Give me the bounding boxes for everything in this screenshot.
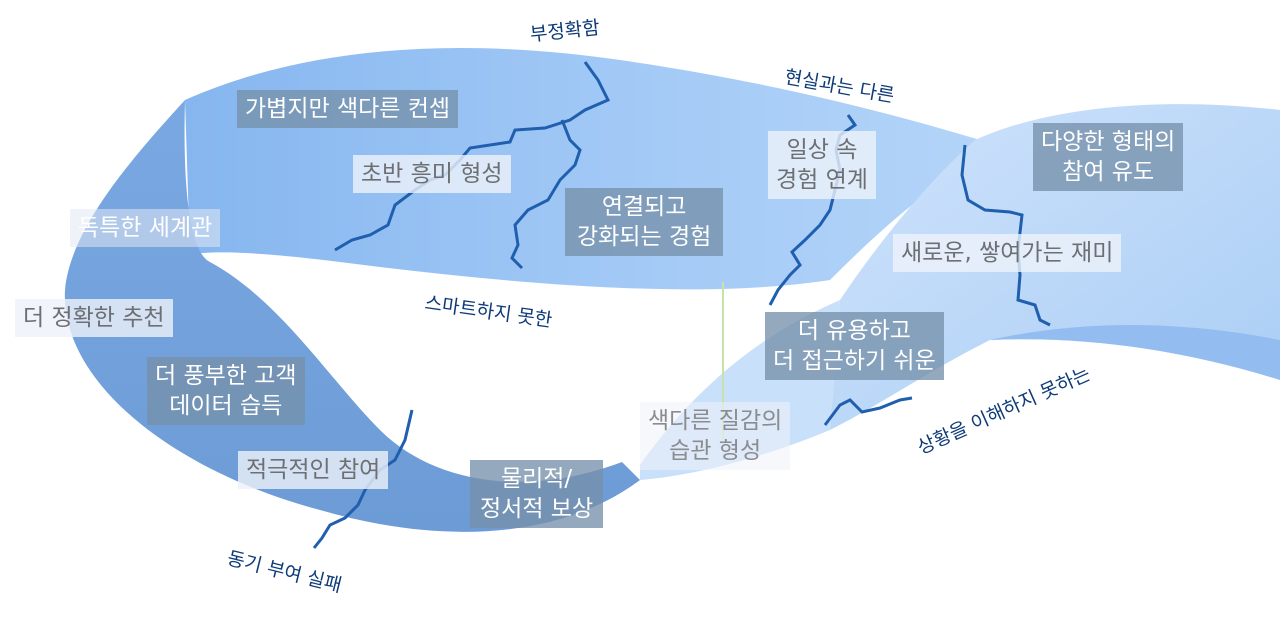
label-active-participation: 적극적인 참여	[238, 451, 389, 489]
label-reward: 물리적/정서적 보상	[470, 460, 604, 528]
crack-center	[510, 119, 582, 270]
crack-context	[823, 396, 913, 426]
crack-right	[960, 144, 1051, 327]
label-accurate-recommendation: 더 정확한 추천	[15, 299, 173, 337]
label-new-fun: 새로운, 쌓여가는 재미	[893, 234, 1122, 272]
crack-inaccurate	[334, 61, 611, 252]
band-right-edge	[990, 325, 1280, 380]
label-unique-world: 독특한 세계관	[70, 209, 221, 247]
crack-motivation	[312, 409, 414, 549]
label-light-concept: 가볍지만 색다른 컨셉	[237, 90, 459, 128]
label-early-interest: 초반 흥미 형성	[353, 155, 511, 193]
